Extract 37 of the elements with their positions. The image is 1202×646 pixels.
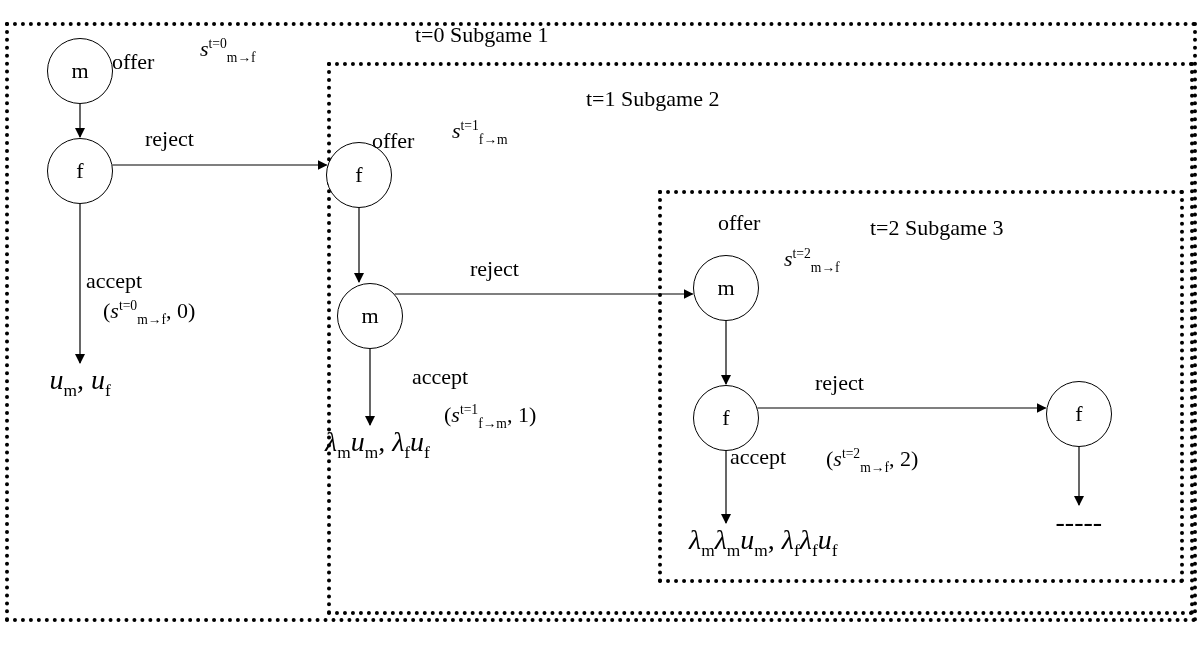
player-label: f — [355, 162, 363, 188]
offer-label: offer — [372, 128, 415, 154]
subgame-frame — [658, 190, 1184, 583]
offer-label: offer — [112, 49, 155, 75]
arrow — [111, 160, 328, 170]
player-label: m — [71, 58, 89, 84]
payoff-text: λ$_{m}$λ$_{m}$u$_{m}$, λ$_{f}$λ$_{f}$u$_{f}$ — [689, 524, 838, 561]
outcome-label: (s$^{t=1}$$_{f→m}$, 1) — [444, 402, 537, 432]
payoff-text: u$_{m}$, u$_{f}$ — [49, 364, 111, 401]
edge-label: accept — [412, 364, 469, 390]
outcome-label: (s$^{t=0}$$_{m→f}$, 0) — [103, 298, 196, 328]
subgame-frame — [5, 22, 1197, 622]
edge-label: accept — [730, 444, 787, 470]
edge-label: reject — [145, 126, 194, 152]
arrow — [1074, 446, 1084, 506]
player-label: m — [717, 275, 735, 301]
arrow — [721, 320, 731, 385]
arrow — [75, 203, 85, 364]
arrow — [75, 103, 85, 138]
subgame-title: t=1 Subgame 2 — [586, 86, 720, 112]
edge-label: reject — [470, 256, 519, 282]
edge-label: reject — [815, 370, 864, 396]
subgame-title: t=2 Subgame 3 — [870, 215, 1004, 241]
arrow — [756, 403, 1047, 413]
player-label: f — [1075, 401, 1083, 427]
outcome-label: (s$^{t=2}$$_{m→f}$, 2) — [826, 446, 919, 476]
edge-label: accept — [86, 268, 143, 294]
offer-label: offer — [718, 210, 761, 236]
arrow — [394, 289, 694, 299]
player-label: f — [722, 405, 730, 431]
payoff-text: ----- — [1055, 506, 1103, 539]
player-label: f — [76, 158, 84, 184]
player-label: m — [361, 303, 379, 329]
arrow — [354, 207, 364, 283]
subgame-title: t=0 Subgame 1 — [415, 22, 549, 48]
arrow — [721, 450, 731, 524]
arrow — [365, 348, 375, 426]
